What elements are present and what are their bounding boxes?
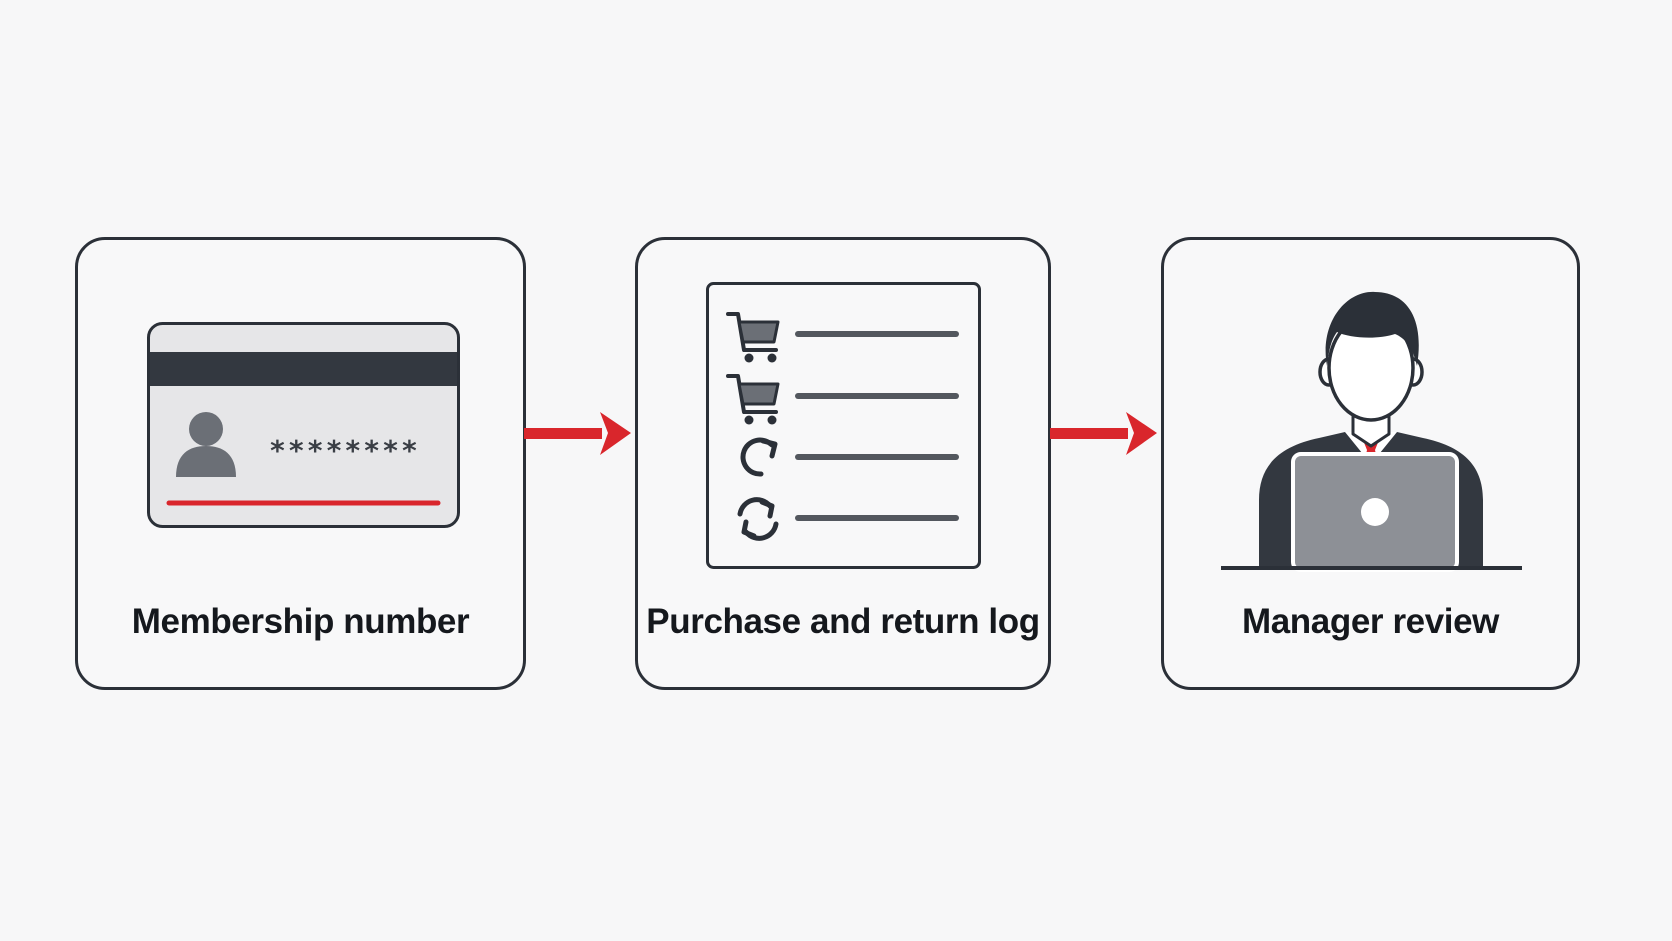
arrow-right-icon xyxy=(524,412,631,455)
purchase-log-icon xyxy=(706,282,981,569)
laptop-icon xyxy=(1291,452,1459,572)
step-purchase-return-log: Purchase and return log xyxy=(635,237,1051,690)
step-label: Membership number xyxy=(131,602,470,641)
card-masked-number: ******** xyxy=(269,434,420,467)
cart-icon xyxy=(726,312,780,363)
step-label: Purchase and return log xyxy=(646,602,1040,641)
step-label: Manager review xyxy=(1241,602,1500,641)
membership-card-icon: ******** xyxy=(147,322,460,528)
step-membership-number: ******** Membership number xyxy=(75,237,526,690)
step-manager-review: Manager review xyxy=(1161,237,1580,690)
arrow-right-icon xyxy=(1050,412,1157,455)
refresh-icon xyxy=(740,437,778,477)
manager-at-laptop-icon xyxy=(1221,291,1522,572)
exchange-icon xyxy=(737,497,779,541)
cart-icon xyxy=(726,374,780,425)
card-avatar-icon xyxy=(176,412,236,477)
